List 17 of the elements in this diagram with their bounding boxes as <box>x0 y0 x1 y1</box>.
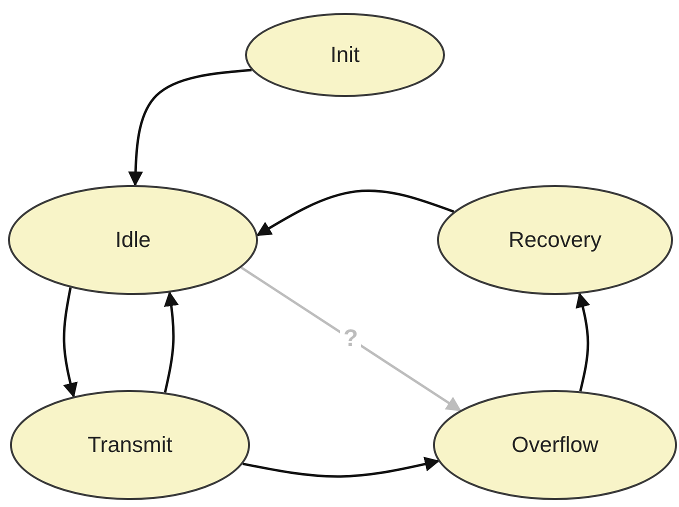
state-name: Overflow <box>512 432 598 458</box>
state-name: Init <box>330 42 360 68</box>
arrow <box>256 190 454 236</box>
arrow <box>576 292 590 392</box>
arrow <box>62 287 78 398</box>
state-ellipse <box>10 390 250 500</box>
arrow <box>242 456 440 478</box>
state-ellipse <box>245 13 445 97</box>
state-ellipse <box>8 185 258 295</box>
arrow <box>128 68 252 186</box>
state-ellipse <box>433 390 677 500</box>
arrow <box>164 291 179 393</box>
arrow <box>240 266 462 412</box>
state-name: Idle <box>115 227 151 253</box>
state-name: Recovery <box>508 227 602 253</box>
state-ellipse <box>437 185 673 295</box>
state-name: Transmit <box>88 432 172 458</box>
